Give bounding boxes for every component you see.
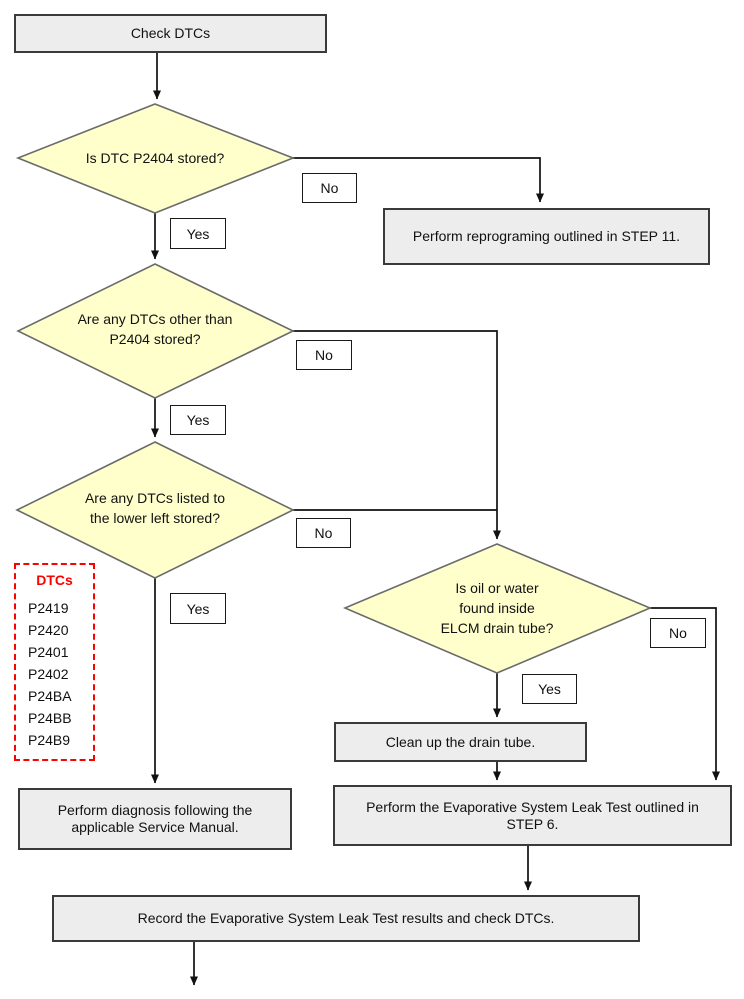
start-node-label: Check DTCs	[130, 25, 211, 41]
edge-decision1-no	[293, 157, 544, 203]
edge-label-yes-1: Yes	[170, 218, 226, 249]
start-node: Check DTCs	[14, 14, 327, 53]
dtc-code: P2419	[28, 600, 69, 616]
edge-label-yes-1-text: Yes	[186, 225, 210, 242]
clean-tube-node: Clean up the drain tube.	[334, 722, 587, 762]
clean-tube-node-label: Clean up the drain tube.	[385, 733, 536, 750]
dtc-code: P24BB	[28, 710, 72, 726]
edge-label-yes-3: Yes	[170, 593, 226, 624]
decision2-diamond-shape	[16, 263, 295, 399]
record-node-label: Record the Evaporative System Leak Test …	[137, 910, 555, 926]
leak-test-node-line: STEP 6.	[506, 815, 559, 832]
decision3-label-line: Are any DTCs listed to	[84, 490, 226, 506]
record-node: Record the Evaporative System Leak Test …	[52, 895, 640, 942]
decision1-label: Is DTC P2404 stored?	[35, 148, 275, 168]
edge-label-yes-3-text: Yes	[186, 600, 210, 617]
decision3-diamond-shape	[15, 441, 295, 579]
reprogram-node: Perform reprograming outlined in STEP 11…	[383, 208, 710, 265]
edge-label-yes-4-text: Yes	[538, 681, 561, 697]
edge-label-yes-4: Yes	[522, 674, 577, 704]
edge-label-no-1: No	[302, 173, 357, 203]
decision4-label-line: Is oil or water	[455, 580, 539, 596]
leak-test-node-line: Perform the Evaporative System Leak Test…	[366, 798, 699, 815]
decision2-label-line: P2404 stored?	[109, 331, 201, 347]
decision4-label-line: found inside	[459, 600, 535, 616]
dtc-code: P24B9	[28, 732, 71, 748]
decision1-label-text: Is DTC P2404 stored?	[85, 150, 225, 166]
dtc-code: P2402	[28, 666, 69, 682]
dtc-code: P24BA	[28, 688, 72, 704]
decision1-diamond-shape	[15, 103, 296, 214]
diagnosis-node-line: applicable Service Manual.	[71, 819, 239, 835]
decision4-label-line: ELCM drain tube?	[440, 620, 554, 636]
decision4-diamond-shape	[342, 543, 653, 674]
decision3-label-line: the lower left stored?	[90, 510, 220, 526]
diagnosis-node-line: Perform diagnosis following the	[57, 802, 253, 818]
edge-label-yes-2: Yes	[170, 405, 226, 435]
reprogram-node-label: Perform reprograming outlined in STEP 11…	[412, 228, 681, 244]
leak-test-node: Perform the Evaporative System Leak Test…	[333, 785, 732, 846]
edge-label-no-1-text: No	[320, 180, 339, 196]
dtc-code: P2420	[28, 622, 69, 638]
decision3-label: Are any DTCs listed to the lower left sto…	[55, 488, 255, 528]
edge-decision4-no	[650, 607, 720, 781]
edge-label-no-3-text: No	[314, 525, 333, 541]
edge-label-no-4: No	[650, 618, 706, 648]
edge-label-no-3: No	[296, 518, 351, 548]
edge-label-yes-2-text: Yes	[186, 412, 210, 428]
edge-label-no-2-text: No	[315, 347, 333, 363]
edge-decision2-no	[293, 330, 501, 540]
edge-label-no-4-text: No	[669, 625, 687, 641]
dtc-list-title: DTCs	[36, 572, 73, 588]
edge-label-no-2: No	[296, 340, 352, 370]
decision2-label-line: Are any DTCs other than	[77, 311, 233, 327]
dtc-code: P2401	[28, 644, 69, 660]
